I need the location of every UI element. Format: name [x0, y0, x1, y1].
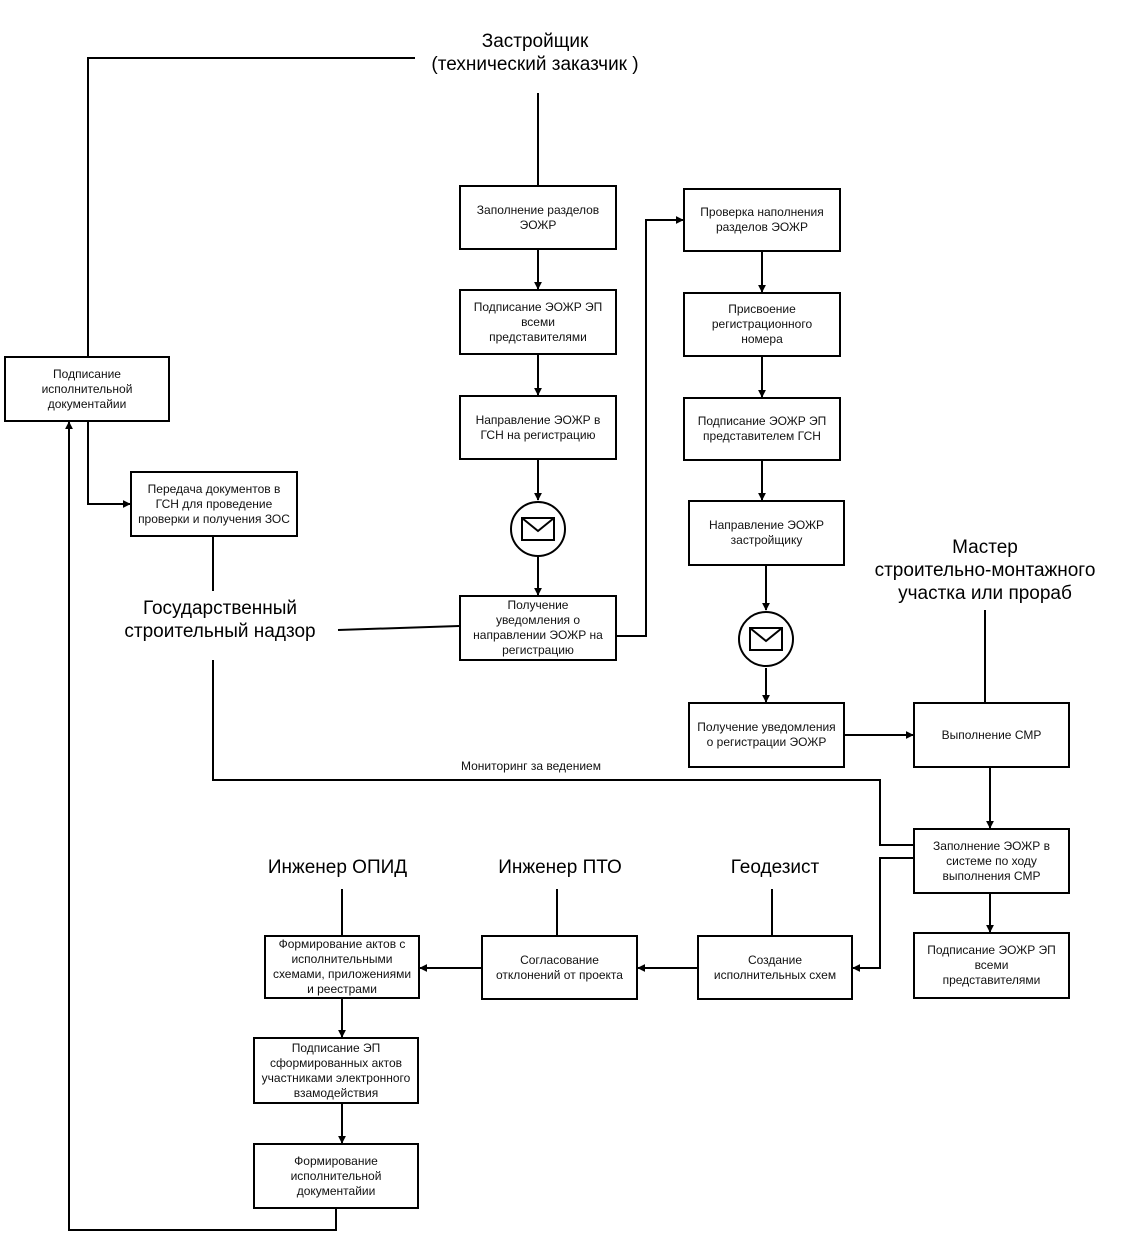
box-check-sections: Проверка наполнения разделов ЭОЖР	[683, 188, 841, 252]
line-developer-loop	[87, 57, 415, 356]
box-sign-all-2: Подписание ЭОЖР ЭП всеми представителями	[913, 932, 1070, 999]
actor-pto-engineer: Инженер ПТО	[498, 857, 622, 878]
box-form-acts: Формирование актов с исполнительными схе…	[264, 935, 420, 999]
box-sign-all: Подписание ЭОЖР ЭП всеми представителями	[459, 289, 617, 355]
monitoring-label: Мониторинг за ведением	[461, 759, 601, 773]
box-sign-exec-docs: Подписание исполнительной документайии	[4, 356, 170, 422]
actor-developer: Застройщик (технический заказчик )	[431, 31, 639, 75]
line-supervision	[337, 625, 460, 631]
box-form-docs: Формирование исполнительной документайии	[253, 1143, 419, 1209]
box-assign-number: Присвоение регистрационного номера	[683, 292, 841, 357]
actor-supervision: Государственный строительный надзор	[124, 598, 316, 642]
box-receive-notice-reg: Получение уведомления о регистрации ЭОЖР	[688, 702, 845, 768]
arrow-sign-exec-to-transfer	[87, 422, 131, 508]
box-sign-gsn: Подписание ЭОЖР ЭП представителем ГСН	[683, 397, 841, 461]
box-create-schemes: Создание исполнительных схем	[697, 935, 853, 1000]
arrow-fill-to-schemes	[852, 857, 913, 972]
box-sign-acts: Подписание ЭП сформированных актов участ…	[253, 1037, 419, 1104]
arrow-receive-to-check	[616, 216, 684, 637]
box-send-developer: Направление ЭОЖР застройщику	[688, 500, 845, 566]
line-monitoring	[212, 660, 913, 846]
envelope-icon	[510, 501, 566, 557]
actor-surveyor: Геодезист	[730, 857, 820, 878]
box-send-gsn: Направление ЭОЖР в ГСН на регистрацию	[459, 395, 617, 460]
box-receive-notice-send: Получение уведомления о направлении ЭОЖР…	[459, 595, 617, 661]
box-fill-during-works: Заполнение ЭОЖР в системе по ходу выполн…	[913, 828, 1070, 894]
actor-opid-engineer: Инженер ОПИД	[267, 857, 408, 878]
arrow-formdocs-to-signexec	[65, 421, 337, 1231]
box-perform-works: Выполнение СМР	[913, 702, 1070, 768]
actor-master: Мастер строительно-монтажного участка ил…	[874, 537, 1096, 604]
box-fill-sections: Заполнение разделов ЭОЖР	[459, 185, 617, 250]
box-agree-deviations: Согласование отклонений от проекта	[481, 935, 638, 1000]
box-transfer-docs: Передача документов в ГСН для проведение…	[130, 471, 298, 537]
envelope-icon	[738, 611, 794, 667]
